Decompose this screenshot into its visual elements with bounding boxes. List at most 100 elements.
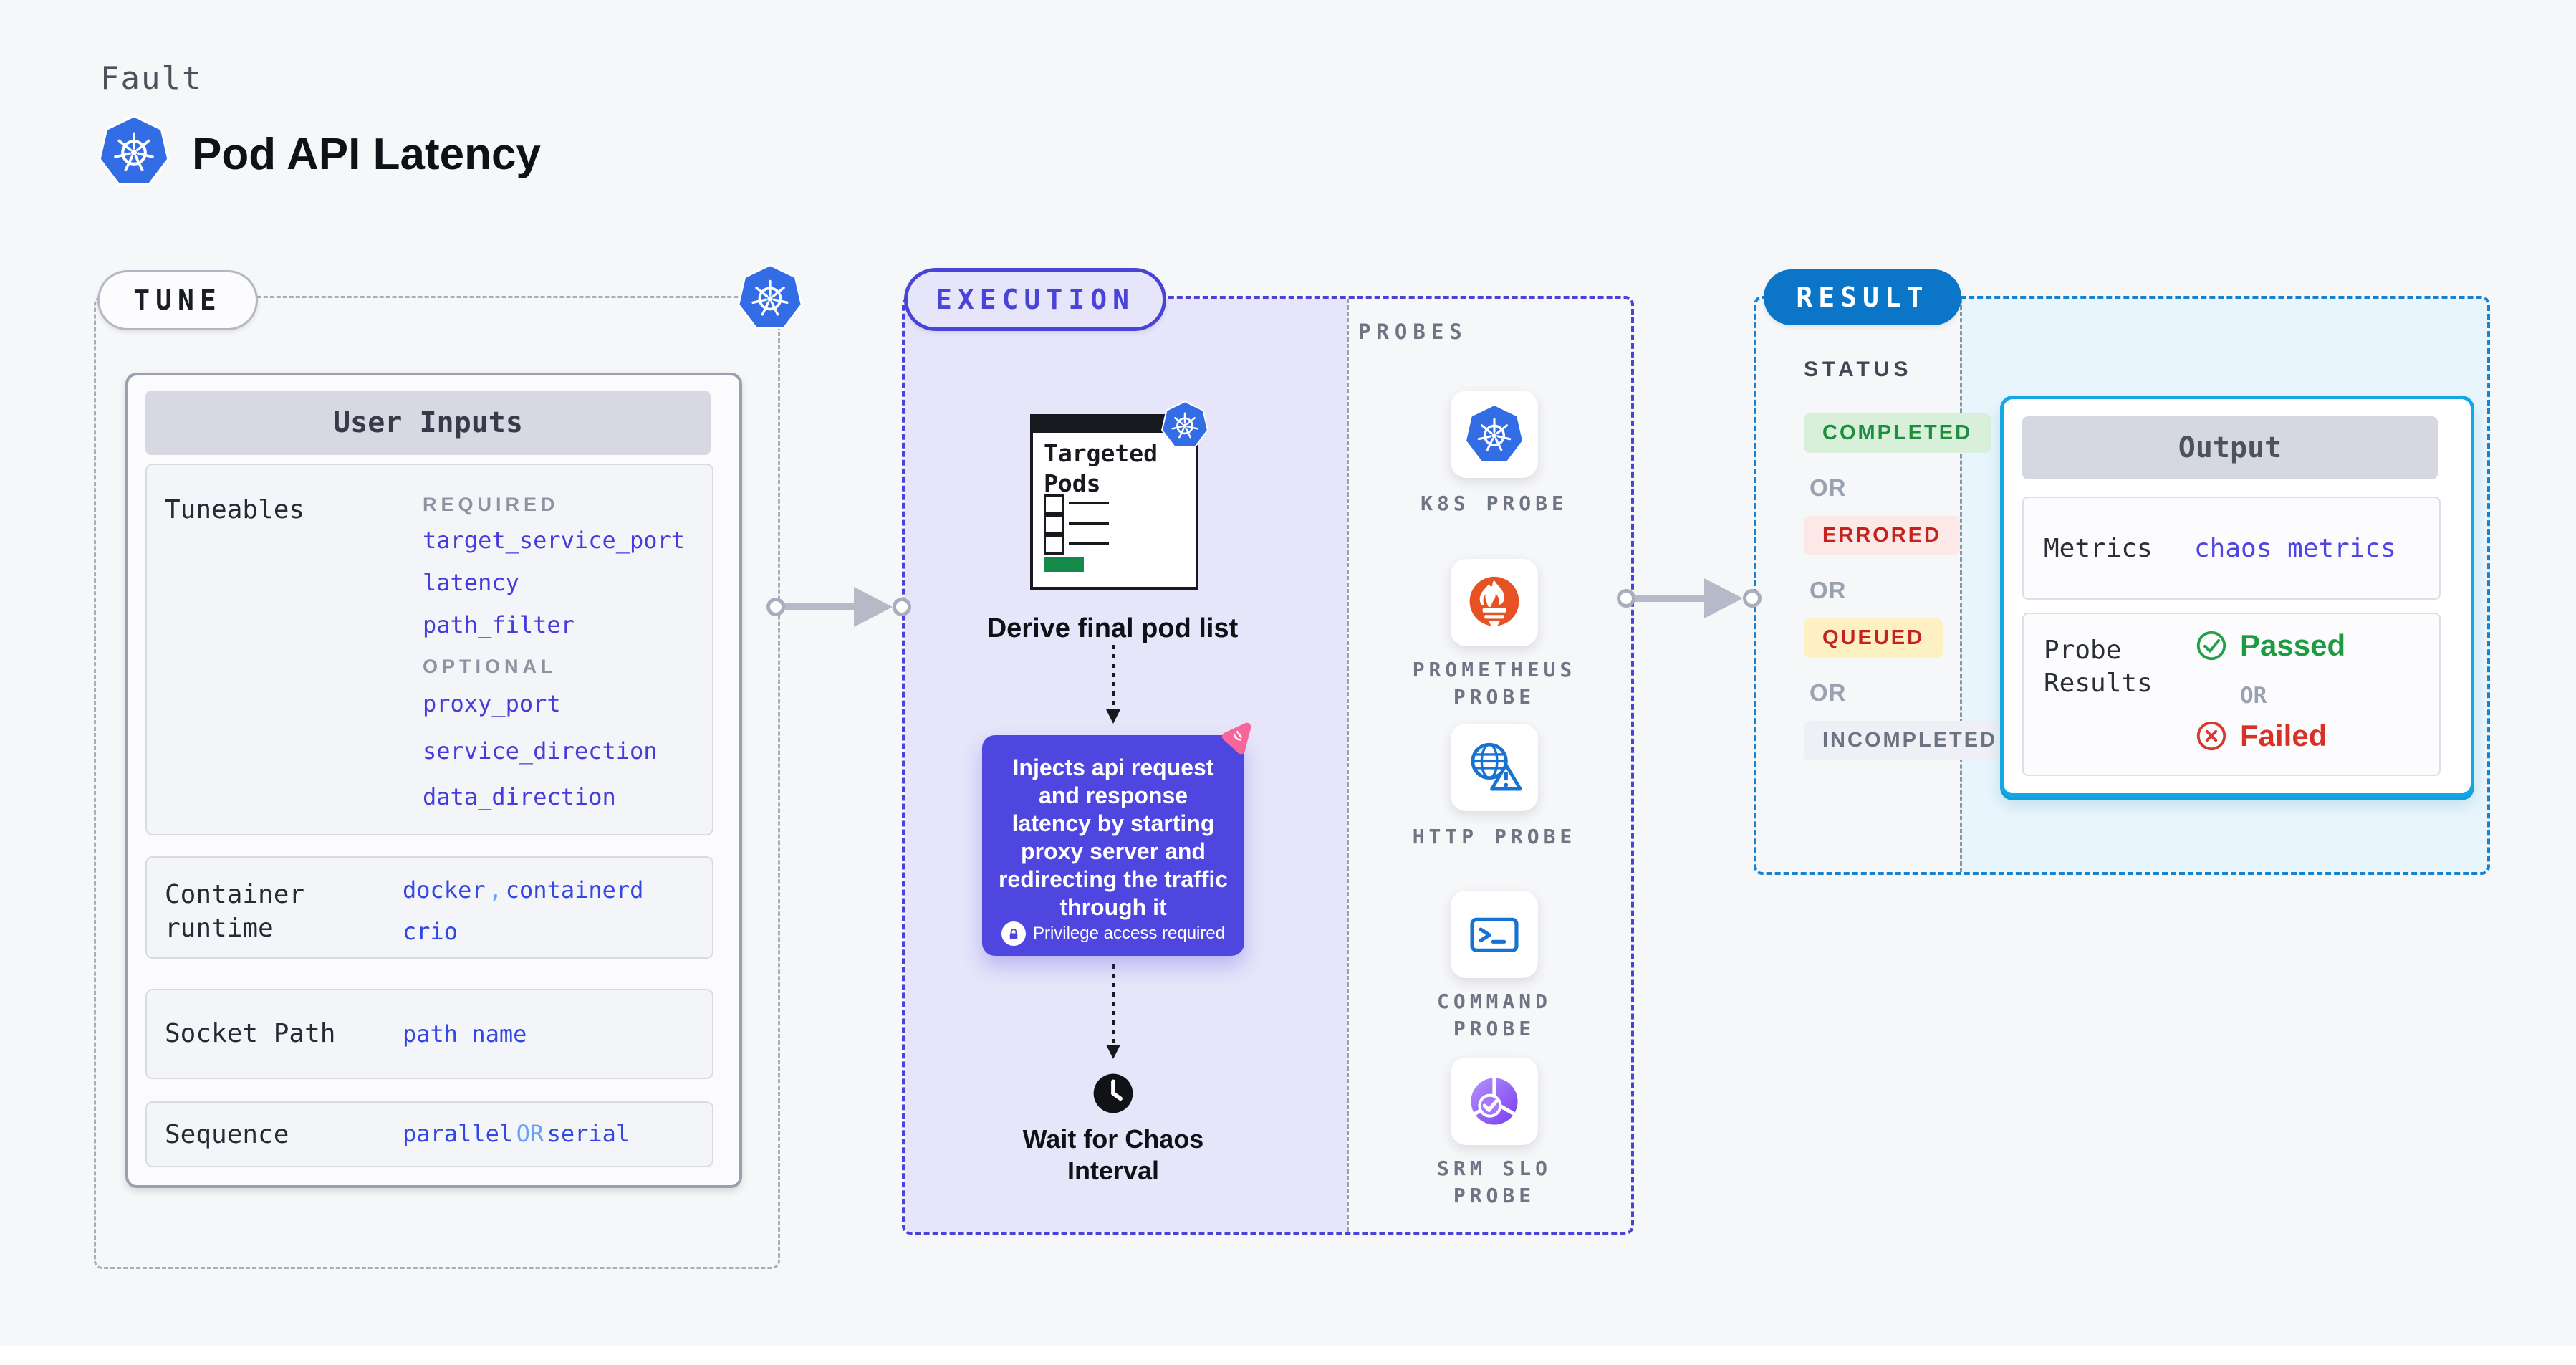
- result-badge: RESULT: [1764, 269, 1961, 325]
- socket-path-value: path name: [403, 1020, 527, 1048]
- metrics-row: Metrics chaos metrics: [2022, 497, 2441, 600]
- pod-checkbox: [1044, 494, 1064, 514]
- sequence-row: Sequence parallel OR serial: [145, 1101, 713, 1167]
- card-title-bar: [1033, 417, 1196, 433]
- arrow-endpoint: [1617, 589, 1635, 608]
- or-separator: OR: [1810, 679, 1847, 706]
- sequence-value: parallel: [403, 1120, 514, 1147]
- kubernetes-icon: [97, 113, 170, 189]
- metrics-label: Metrics: [2044, 534, 2153, 563]
- probe-results-row: Probe Results Passed OR Failed: [2022, 613, 2441, 776]
- runtime-separator: ,: [489, 876, 503, 904]
- sequence-label: Sequence: [165, 1120, 289, 1149]
- failed-result: Failed: [2194, 719, 2327, 753]
- bottom-strip: [0, 1346, 2576, 1365]
- status-output-divider: [1960, 299, 1962, 872]
- derive-pod-list-label: Derive final pod list: [986, 613, 1239, 643]
- user-inputs-card: User Inputs Tuneables REQUIRED target_se…: [125, 373, 742, 1188]
- flow-arrow-down: [1106, 645, 1120, 725]
- probe-results-label: Probe Results: [2044, 636, 2153, 698]
- terminal-icon: [1464, 904, 1525, 965]
- kubernetes-icon: [1464, 403, 1525, 465]
- probe-label: PROMETHEUS PROBE: [1412, 658, 1577, 709]
- status-badge-incompleted: INCOMPLETED: [1804, 721, 2017, 760]
- metrics-value: chaos metrics: [2194, 534, 2396, 563]
- kubernetes-icon: [736, 262, 804, 332]
- lock-icon: [1001, 921, 1026, 946]
- arrow-head: [854, 587, 893, 627]
- pod-checkbox: [1044, 535, 1064, 555]
- output-header: Output: [2022, 416, 2438, 479]
- status-badge-queued: QUEUED: [1804, 618, 1943, 658]
- tuneables-row: Tuneables REQUIRED target_service_port l…: [145, 464, 713, 835]
- privilege-note-row: Privilege access required: [982, 921, 1244, 946]
- slo-pie-check-icon: [1463, 1070, 1526, 1133]
- socket-path-row: Socket Path path name: [145, 989, 713, 1079]
- arrow-line: [776, 603, 860, 610]
- failed-label: Failed: [2240, 719, 2327, 752]
- arrow-head: [1704, 578, 1743, 618]
- arrow-endpoint: [893, 598, 911, 616]
- status-badge-errored: ERRORED: [1804, 516, 1961, 555]
- targeted-pods-card: Targeted Pods: [1030, 414, 1198, 590]
- pod-line: [1069, 502, 1109, 504]
- tuneable-optional-item: proxy_port: [423, 690, 561, 717]
- tune-panel: [94, 296, 780, 1269]
- probe-label: SRM SLO PROBE: [1436, 1156, 1552, 1207]
- flow-arrow-down: [1106, 964, 1120, 1060]
- or-separator: OR: [2240, 683, 2267, 709]
- probe-item-http: [1451, 724, 1538, 811]
- check-circle-icon: [2194, 628, 2229, 663]
- tuneable-required-item: latency: [423, 569, 519, 596]
- sequence-values: parallel OR serial: [403, 1120, 630, 1147]
- probe-item-k8s: [1451, 391, 1538, 478]
- tune-badge: TUNE: [97, 270, 258, 330]
- execution-probes-divider: [1347, 299, 1349, 1232]
- tuneable-required-item: target_service_port: [423, 527, 686, 554]
- wait-chaos-interval-label: Wait for Chaos Interval: [1022, 1124, 1204, 1185]
- arrow-line: [1112, 964, 1115, 1045]
- or-separator: OR: [1810, 577, 1847, 603]
- probe-item-prometheus: [1451, 559, 1538, 646]
- fault-eyebrow: Fault: [100, 60, 203, 97]
- chaos-litmus-icon: [1216, 719, 1254, 757]
- execution-badge: EXECUTION: [904, 268, 1166, 331]
- probes-to-result-arrow: [1617, 577, 1762, 620]
- output-card: Output Metrics chaos metrics Probe Resul…: [2000, 396, 2474, 797]
- arrow-endpoint: [766, 598, 785, 616]
- arrow-head: [1106, 1045, 1120, 1059]
- tuneable-optional-item: service_direction: [423, 737, 658, 765]
- container-runtime-values: docker , containerd: [403, 876, 643, 904]
- runtime-value: containerd: [505, 876, 644, 904]
- status-badge-completed: COMPLETED: [1804, 413, 1991, 453]
- passed-label: Passed: [2240, 628, 2346, 662]
- tuneable-required-item: path_filter: [423, 611, 575, 638]
- probe-label: HTTP PROBE: [1412, 825, 1577, 848]
- probe-label: COMMAND PROBE: [1436, 990, 1552, 1040]
- page-title: Pod API Latency: [192, 130, 541, 179]
- inject-description-text: Injects api request and response latency…: [998, 755, 1229, 920]
- targeted-pods-title: Targeted Pods: [1044, 439, 1158, 497]
- prometheus-icon: [1464, 572, 1525, 633]
- clock-icon: [1087, 1068, 1139, 1119]
- optional-label: OPTIONAL: [423, 656, 557, 677]
- passed-result: Passed: [2194, 628, 2345, 663]
- container-runtime-row: Container runtime docker , containerd cr…: [145, 856, 713, 959]
- arrow-line: [1112, 645, 1115, 709]
- runtime-value: docker: [403, 876, 486, 904]
- pod-line: [1069, 542, 1109, 545]
- required-label: REQUIRED: [423, 494, 559, 515]
- runtime-value: crio: [403, 918, 458, 945]
- inject-description-box: Injects api request and response latency…: [982, 735, 1244, 956]
- sequence-value: serial: [547, 1120, 630, 1147]
- probe-item-srm-slo: [1451, 1058, 1538, 1145]
- sequence-or: OR: [516, 1120, 544, 1147]
- user-inputs-header: User Inputs: [145, 391, 711, 455]
- pod-line: [1069, 522, 1109, 525]
- or-separator: OR: [1810, 474, 1847, 501]
- status-label: STATUS: [1804, 358, 1913, 381]
- tuneable-optional-item: data_direction: [423, 783, 616, 810]
- progress-bar: [1044, 557, 1084, 572]
- x-circle-icon: [2194, 719, 2229, 753]
